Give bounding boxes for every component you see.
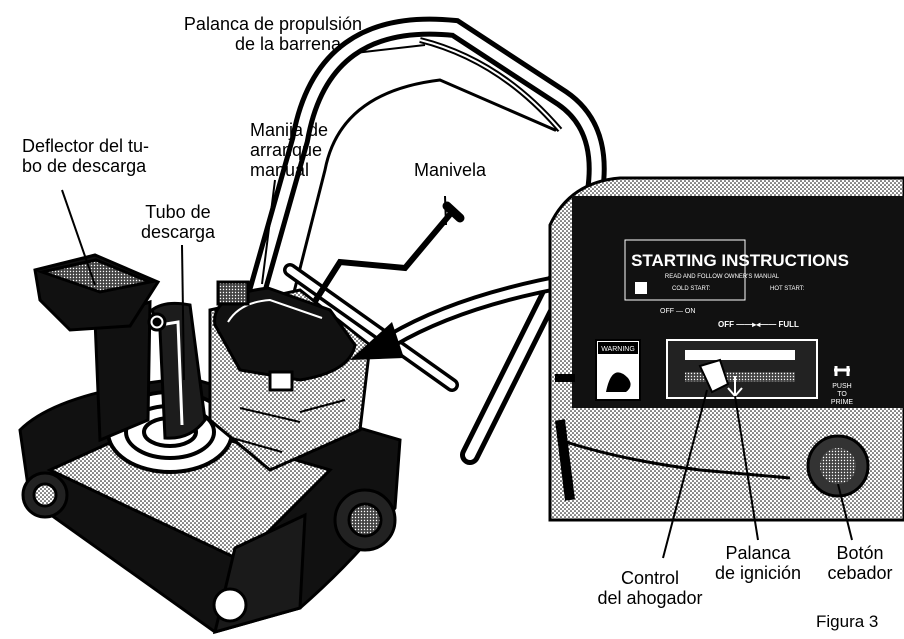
label-ignition-lever-line-1: Palanca (725, 543, 791, 563)
label-recoil-handle: Manija de arranque manual (250, 120, 328, 180)
panel-hot-start: HOT START: (770, 286, 805, 292)
label-chute: Tubo de descarga (128, 202, 228, 242)
label-auger-lever: Palanca de propulsión de la barrena (158, 14, 388, 54)
label-choke-line-1: Control (620, 568, 680, 588)
label-chute-deflector-line-1: Deflector del tu- (22, 136, 150, 156)
pointer-lines-main (61, 44, 447, 381)
engine (208, 280, 372, 472)
label-primer-line-2: cebador (827, 563, 893, 583)
label-recoil-handle-line-2: arranque (250, 140, 323, 160)
curved-arrow (350, 272, 574, 360)
panel-off-on: OFF — ON (660, 308, 695, 315)
label-crank-line-1: Manivela (414, 160, 487, 180)
panel-subtitle: READ AND FOLLOW OWNER'S MANUAL (665, 274, 780, 280)
label-chute-deflector: Deflector del tu- bo de descarga (22, 136, 149, 176)
panel-off-full: OFF ——▸◂—— FULL (718, 320, 799, 329)
label-choke: Control del ahogador (580, 568, 720, 608)
label-choke-line-2: del ahogador (597, 588, 703, 608)
handle-frame (222, 16, 607, 465)
pointer-lines-detail (662, 389, 853, 559)
label-ignition-lever: Palanca de ignición (698, 543, 818, 583)
discharge-chute (93, 299, 207, 443)
label-chute-deflector-line-2: bo de descarga (22, 156, 147, 176)
label-auger-lever-line-2: de la barrena (234, 34, 342, 54)
panel-cold-start: COLD START: (672, 286, 711, 292)
chute-deflector (33, 253, 161, 332)
label-chute-line-1: Tubo de (145, 202, 211, 222)
panel-title: STARTING INSTRUCTIONS (631, 251, 849, 270)
label-chute-line-2: descarga (140, 222, 216, 242)
control-panel-detail: STARTING INSTRUCTIONS READ AND FOLLOW OW… (548, 176, 904, 522)
panel-push: PUSH (832, 383, 851, 390)
figure-caption: Figura 3 (816, 612, 879, 631)
label-recoil-handle-line-3: manual (250, 160, 310, 180)
panel-warning: WARNING (601, 346, 635, 353)
auger-lever (419, 37, 563, 132)
label-ignition-lever-line-2: de ignición (714, 563, 802, 583)
label-auger-lever-line-1: Palanca de propulsión (183, 14, 363, 34)
panel-to: TO (837, 391, 847, 398)
label-primer-line-1: Botón (836, 543, 884, 563)
label-crank: Manivela (414, 160, 486, 180)
label-primer: Botón cebador (818, 543, 902, 583)
panel-prime: PRIME (831, 399, 854, 406)
label-recoil-handle-line-1: Manija de (250, 120, 329, 140)
